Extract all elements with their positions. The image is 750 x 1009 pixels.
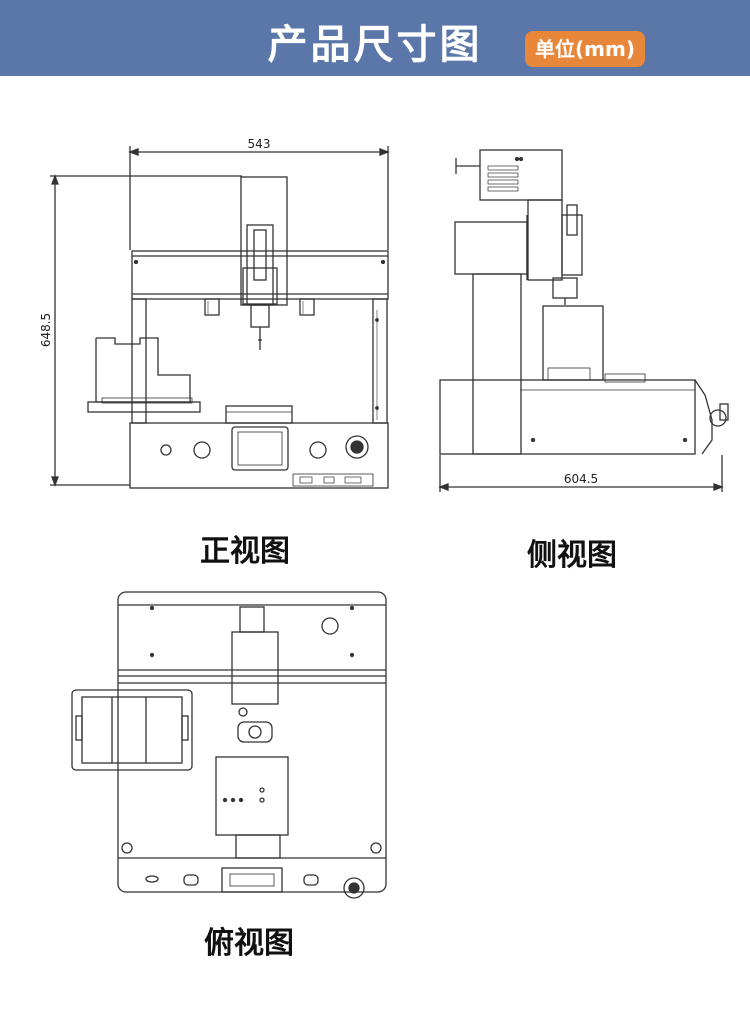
- front-view-label: 正视图: [200, 534, 290, 569]
- header-banner: 产品尺寸图 单位(mm): [0, 0, 750, 76]
- side-view-drawing: [438, 149, 729, 492]
- front-height-dimension: 648.5: [39, 313, 53, 347]
- unit-badge: 单位(mm): [525, 31, 645, 67]
- front-width-dimension: 543: [248, 137, 271, 151]
- top-view-drawing: [71, 591, 387, 899]
- front-view-drawing: [50, 146, 390, 489]
- side-view-label: 侧视图: [527, 538, 617, 573]
- side-width-dimension: 604.5: [564, 472, 598, 486]
- page-title: 产品尺寸图: [267, 22, 483, 68]
- top-view-label: 俯视图: [204, 926, 294, 961]
